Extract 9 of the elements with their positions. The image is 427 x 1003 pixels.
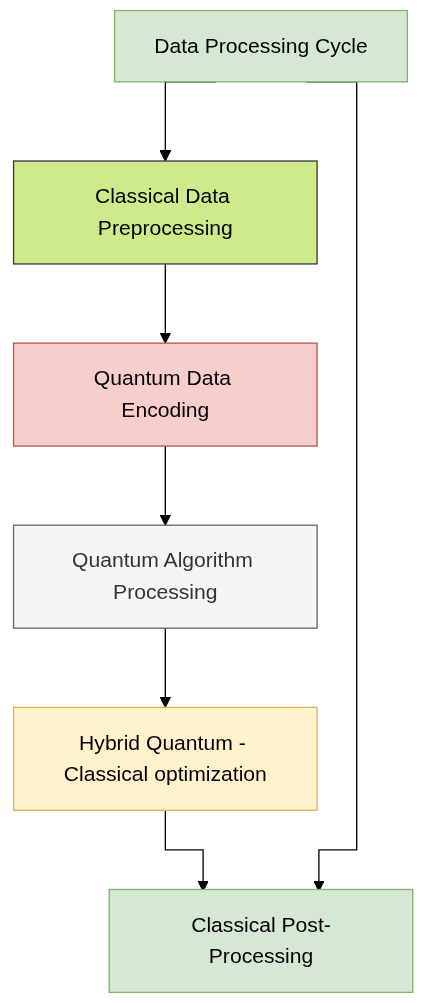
node-box: Quantum Data Encoding [13,342,319,447]
node-box: Quantum Algorithm Processing [13,524,319,629]
arrow [159,627,172,708]
arrow [159,445,172,526]
node-box: Classical Data Preprocessing [13,160,319,265]
node-box: Hybrid Quantum - Classical optimization [13,706,319,811]
arrow [159,263,172,344]
node-box: Data Processing Cycle [114,9,409,83]
node-box: Classical Post-Processing [108,888,414,994]
